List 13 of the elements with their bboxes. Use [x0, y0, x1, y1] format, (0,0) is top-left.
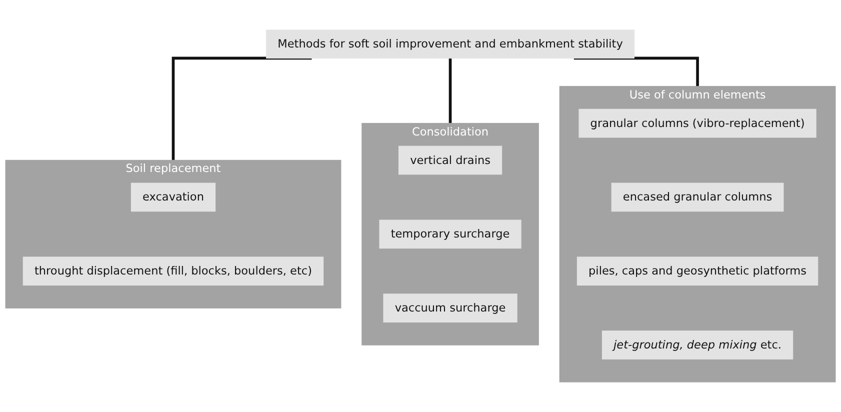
node-box: encased granular columns — [611, 182, 784, 212]
node-box: jet-grouting, deep mixing etc. — [602, 330, 794, 360]
connector — [448, 56, 452, 124]
connector — [574, 56, 699, 86]
node-box: granular columns (vibro-replacement) — [578, 108, 816, 138]
node-box: throught displacement (fill, blocks, boulders, etc) — [22, 256, 324, 286]
node-box: piles, caps and geosynthetic platforms — [576, 256, 818, 286]
node-box: temporary surcharge — [379, 220, 522, 249]
node-box: vertical drains — [398, 146, 502, 175]
node-box: excavation — [130, 182, 216, 212]
connector — [172, 56, 312, 160]
node-box: vaccuum surcharge — [383, 294, 518, 322]
node-box: Methods for soft soil improvement and embankment stability — [266, 30, 634, 59]
